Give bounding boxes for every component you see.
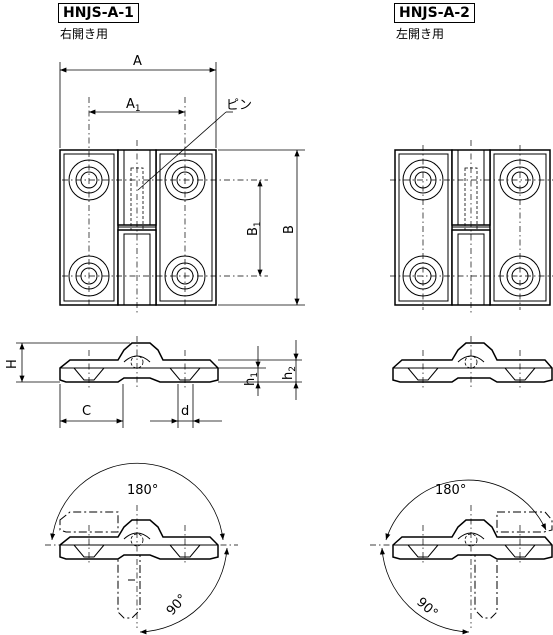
angle-90-label-left-hand: 90° xyxy=(413,595,440,622)
right-hand-side-view xyxy=(16,336,302,428)
dim-A1-label: A1 xyxy=(126,97,141,114)
pin-label: ピン xyxy=(226,98,252,113)
angle-90-label-right-hand: 90° xyxy=(164,592,191,619)
dim-h2-label: h2 xyxy=(281,366,298,380)
subtitle-left-hand: 左開き用 xyxy=(396,27,445,41)
model-label-left-hand: HNJS-A-2 xyxy=(394,3,475,23)
left-hand-side-view xyxy=(392,336,553,390)
angle-180-label-left-hand: 180° xyxy=(435,483,466,498)
dim-H-label: H xyxy=(5,359,20,369)
dim-d-label: d xyxy=(181,404,189,419)
left-hand-top-view xyxy=(390,140,553,315)
dim-h1-label: h1 xyxy=(243,372,260,386)
subtitle-right-hand: 右開き用 xyxy=(60,27,109,41)
angle-180-label-right-hand: 180° xyxy=(127,483,158,498)
dim-C-label: C xyxy=(82,404,91,419)
dim-A-label: A xyxy=(133,54,142,69)
model-label-right-hand: HNJS-A-1 xyxy=(58,3,139,23)
dim-B1-label: B1 xyxy=(246,221,263,236)
left-hand-rotation-view xyxy=(370,479,553,635)
right-hand-rotation-view xyxy=(45,462,238,635)
right-hand-top-view xyxy=(59,62,305,315)
dim-B-label: B xyxy=(282,225,297,234)
